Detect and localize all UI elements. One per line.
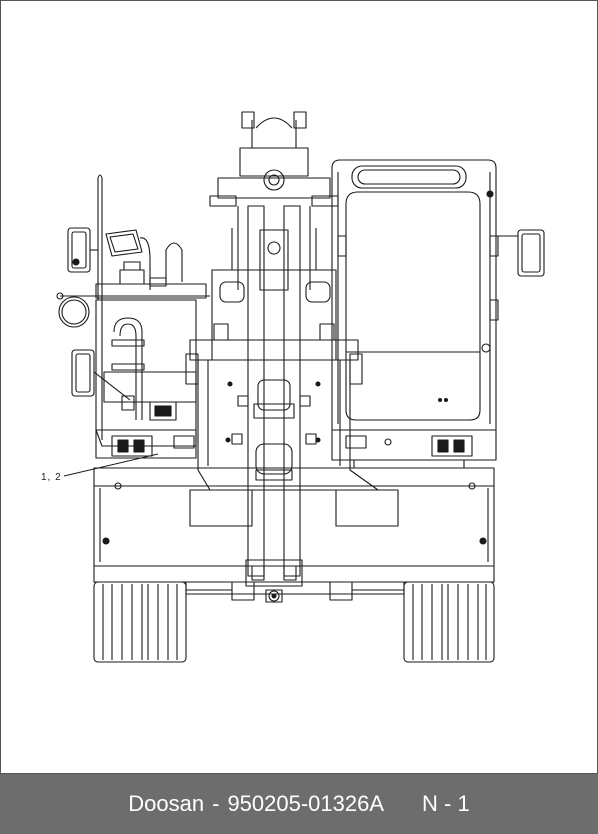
left-round-mirror	[56, 292, 98, 328]
decal-markers	[225, 381, 449, 443]
engine-compartment	[95, 242, 210, 459]
boom-assembly	[185, 111, 379, 603]
antenna-pole	[97, 174, 103, 300]
left-upper-mirror	[67, 227, 98, 273]
excavator-front-view-drawing	[56, 111, 545, 663]
cab-roof-mirror	[105, 229, 151, 290]
callout-leader	[63, 453, 159, 477]
right-mirror	[496, 229, 545, 277]
operator-cab	[331, 159, 499, 469]
left-lower-mirror	[71, 349, 135, 411]
dozer-blade	[93, 467, 495, 583]
footer-bar: Doosan - 950205-01326A N - 1	[0, 774, 598, 834]
drawing-frame	[0, 0, 598, 774]
left-track	[93, 581, 187, 663]
footer-part-number: 950205-01326A	[227, 791, 385, 816]
footer-brand: Doosan	[128, 791, 205, 816]
right-track	[403, 581, 495, 663]
undercarriage	[185, 581, 405, 601]
footer-page-label: N - 1	[422, 791, 470, 816]
callout-label: 1, 2	[41, 472, 62, 483]
footer-separator: -	[212, 791, 220, 816]
